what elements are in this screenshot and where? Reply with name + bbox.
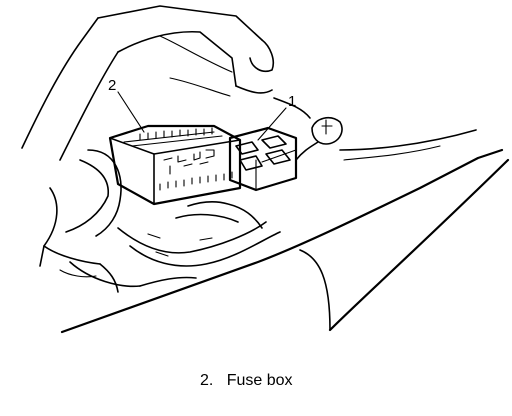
ground-bolt [295,116,343,161]
callout-1-label: 1 [288,93,296,110]
figure-caption: 2. Fuse box [200,372,293,390]
callout-1-leader [257,107,287,141]
callout-2-leader [117,91,145,133]
fuse-box [108,124,242,206]
body-panel [21,5,311,161]
fuse-slots-middle [163,149,215,175]
wiring-harness [39,149,281,293]
fuse-slots-bottom [159,171,233,191]
fender-edge [60,129,510,334]
caption-number: 2. [200,372,214,389]
callout-2-label: 2 [108,77,116,94]
fuse-slots-top [139,127,213,141]
engine-bay-illustration: 1 2 [21,5,510,334]
caption-text: Fuse box [226,372,293,389]
